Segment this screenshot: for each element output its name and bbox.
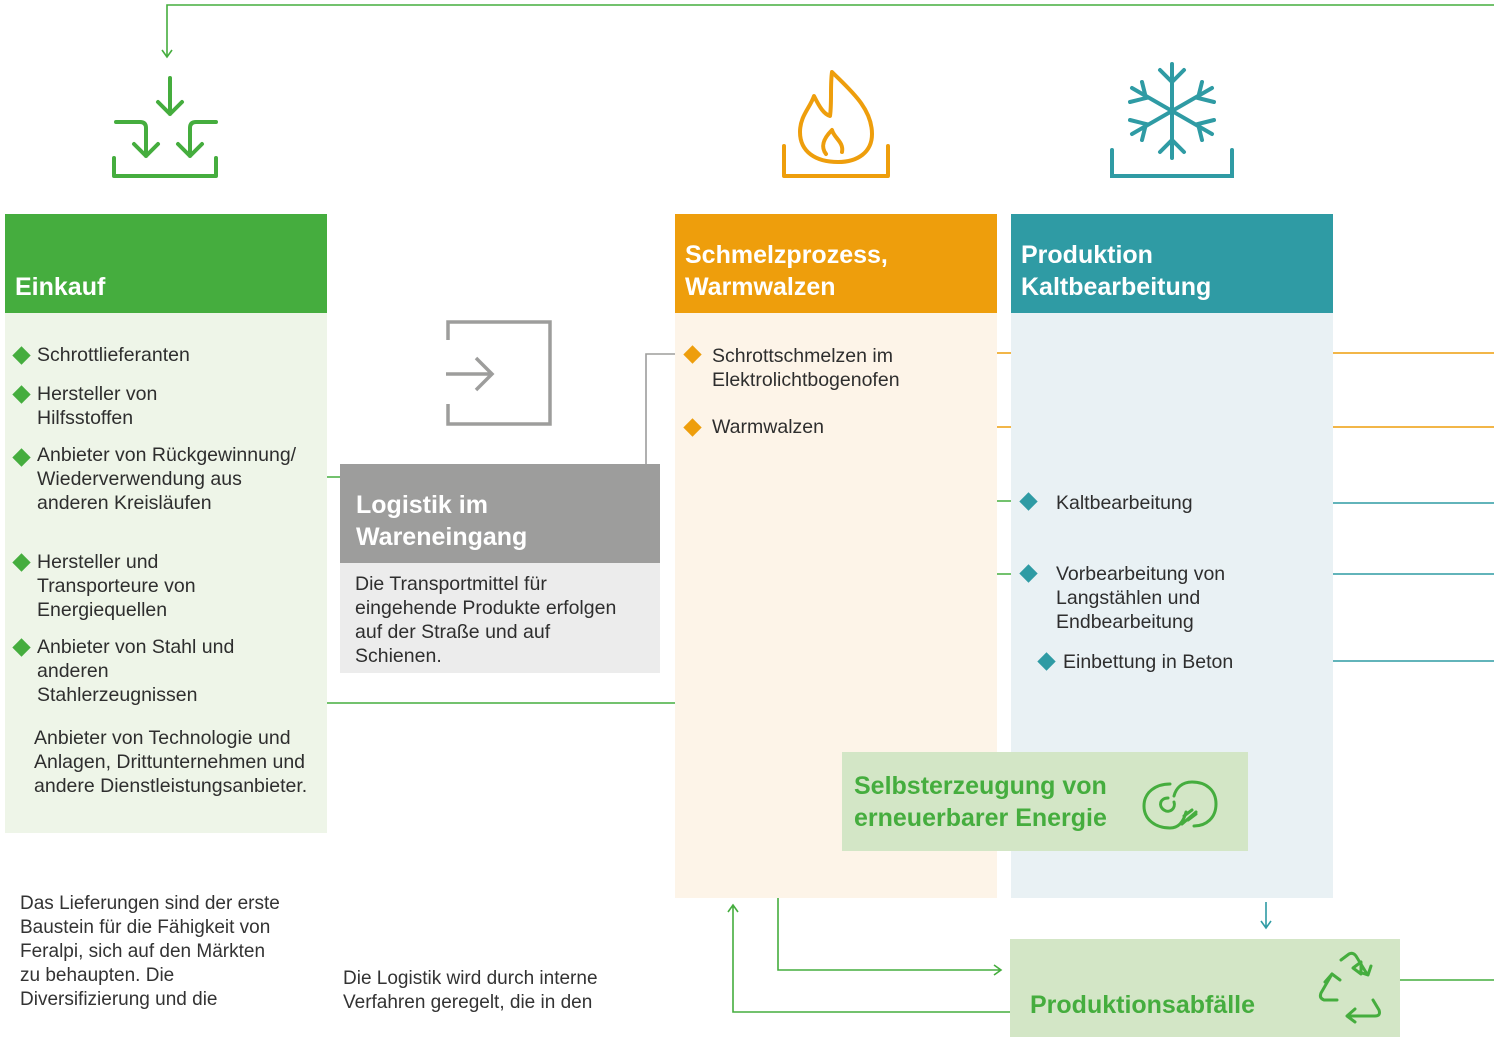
power-plug-icon [1142, 780, 1218, 830]
logistik-panel [340, 563, 660, 673]
inbox-arrows-icon [112, 76, 218, 178]
top-return-line [166, 4, 1494, 56]
schmelz-header: Schmelzprozess, Warmwalzen [675, 214, 997, 313]
logistik-title: Logistik im Wareneingang [356, 491, 528, 551]
einkauf-item-4: Hersteller und Transporteure von Energie… [37, 551, 196, 621]
schmelz-to-abfaelle-arrow [777, 898, 1003, 976]
einkauf-item-3: Anbieter von Rückgewinnung/ Wiederverwen… [37, 444, 297, 514]
einkauf-item-2: Hersteller von Hilfsstoffen [37, 383, 158, 429]
einkauf-panel [5, 313, 327, 833]
schmelz-title: Schmelzprozess, Warmwalzen [685, 241, 888, 301]
einkauf-extra: Anbieter von Technologie und Anlagen, Dr… [34, 727, 308, 797]
einkauf-item-5: Anbieter von Stahl und anderen Stahlerze… [37, 636, 235, 706]
logistik-header: Logistik im Wareneingang [340, 464, 660, 563]
kalt-header: Produktion Kaltbearbeitung [1011, 214, 1333, 313]
einkauf-item-1: Schrottlieferanten [37, 344, 190, 366]
note-lieferungen: Das Lieferungen sind der erste Baustein … [20, 893, 280, 1010]
note-logistik: Die Logistik wird durch interne Verfahre… [343, 968, 598, 1013]
logistik-to-schmelz-line [645, 353, 684, 464]
top-return-arrowhead [161, 49, 173, 59]
kalt-title: Produktion Kaltbearbeitung [1021, 241, 1212, 301]
kalt-item-1: Kaltbearbeitung [1056, 492, 1193, 514]
snowflake-icon [1110, 62, 1234, 178]
energie-box: Selbsterzeugung von erneuerbarer Energie [842, 752, 1248, 851]
flame-icon [782, 70, 890, 178]
kalt-item-3: Einbettung in Beton [1063, 651, 1234, 673]
recycle-icon [1318, 951, 1381, 1024]
abfaelle-title: Produktionsabfälle [1030, 991, 1256, 1019]
schmelz-item-1: Schrottschmelzen im Elektrolichtbogenofe… [712, 345, 900, 391]
schmelz-item-2: Warmwalzen [712, 416, 824, 438]
enter-arrow-icon [446, 320, 552, 426]
einkauf-header: Einkauf [5, 214, 327, 313]
abfaelle-box: Produktionsabfälle [1010, 939, 1400, 1037]
energie-title: Selbsterzeugung von erneuerbarer Energie [854, 772, 1107, 832]
einkauf-title: Einkauf [15, 273, 106, 301]
kalt-item-2: Vorbearbeitung von Langstählen und Endbe… [1056, 563, 1226, 633]
logistik-body: Die Transportmittel für eingehende Produ… [355, 573, 617, 667]
kalt-to-abfaelle-arrow [1260, 902, 1272, 930]
abfaelle-to-schmelz-arrow [727, 903, 1010, 1013]
